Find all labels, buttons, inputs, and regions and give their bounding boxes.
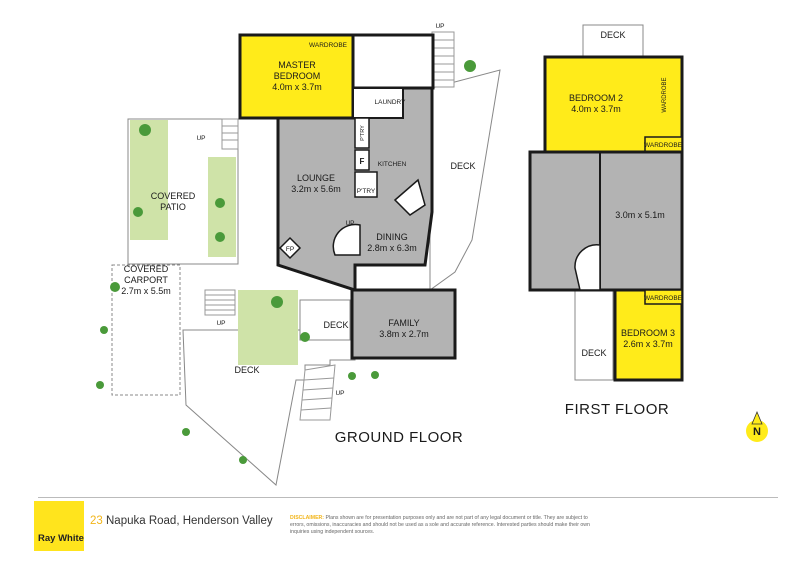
- stairs-up-deck: UP: [335, 390, 344, 397]
- property-address: 23 Napuka Road, Henderson Valley: [90, 515, 273, 527]
- deck-first-top-area: [582, 24, 644, 58]
- carport-dims: 2.7m x 5.5m: [121, 286, 171, 296]
- disclaimer: DISCLAIMER: Plans shown are for presenta…: [290, 515, 600, 535]
- first-floor-label: FIRST FLOOR: [565, 401, 669, 418]
- ground-floor-label: GROUND FLOOR: [335, 429, 464, 446]
- brand-name: Ray White: [38, 533, 84, 544]
- kitchen-bench: [393, 178, 426, 216]
- laundry-room: [352, 87, 404, 119]
- deck-right-label: DECK: [450, 161, 475, 171]
- bedroom3-dims: 2.6m x 3.7m: [623, 339, 673, 349]
- stairs-up-top: UP: [435, 23, 444, 30]
- deck-lower-label: DECK: [234, 365, 259, 375]
- wardrobe-bed3-box: [644, 289, 683, 305]
- fridge-label: F: [360, 157, 365, 166]
- wardrobe-bed3-label: WARDROBE: [644, 295, 683, 302]
- spiral-stair: [332, 223, 361, 256]
- ensuite: [351, 33, 435, 90]
- garden-left: [130, 120, 168, 240]
- disclaimer-label: DISCLAIMER:: [290, 515, 325, 521]
- bedroom2-dims: 4.0m x 3.7m: [571, 104, 621, 114]
- family-name: FAMILY: [388, 318, 419, 328]
- stairs-deck: [299, 364, 336, 421]
- carport-area: [111, 264, 181, 396]
- tree-icons: [96, 60, 476, 464]
- address-number: 23: [90, 515, 103, 527]
- deck-right-area: [429, 69, 501, 291]
- carport-line1: COVERED: [124, 264, 169, 274]
- wardrobe-bed2-label: WARDROBE: [644, 142, 683, 149]
- master-bedroom-name1: MASTER: [278, 60, 316, 70]
- upper-living-dims: 3.0m x 5.1m: [615, 210, 665, 220]
- stairs-top: [431, 31, 455, 88]
- deck-family-label: DECK: [323, 320, 348, 330]
- bedroom2-name: BEDROOM 2: [569, 93, 623, 103]
- bedroom3-name: BEDROOM 3: [621, 328, 675, 338]
- family-room: [350, 288, 457, 360]
- stairs-up-patio: UP: [196, 135, 205, 142]
- dining-dims: 2.8m x 6.3m: [367, 243, 417, 253]
- pantry-label: P'TRY: [360, 125, 366, 141]
- laundry-label: LAUNDRY: [375, 99, 407, 106]
- bedroom2-room: [543, 55, 684, 154]
- fireplace-label: FP: [286, 246, 294, 253]
- stairs-left: [204, 289, 236, 316]
- upper-living-room: [528, 150, 684, 292]
- master-bedroom-dims: 4.0m x 3.7m: [272, 82, 322, 92]
- deck-first-top-label: DECK: [600, 30, 625, 40]
- lounge-dims: 3.2m x 5.6m: [291, 184, 341, 194]
- master-bedroom-name2: BEDROOM: [274, 71, 321, 81]
- stairs-up-left: UP: [216, 320, 225, 327]
- stairs-up-spiral: UP: [345, 220, 354, 227]
- pantry-label-2: P'TRY: [357, 188, 376, 195]
- deck-first-bottom-label: DECK: [581, 348, 606, 358]
- compass-icon: [746, 410, 768, 442]
- address-street: Napuka Road, Henderson Valley: [102, 515, 273, 527]
- dining-name: DINING: [376, 232, 408, 242]
- wardrobe-bed2-side-label: WARDROBE: [662, 77, 668, 112]
- master-bedroom-room: [238, 33, 355, 120]
- pantry-box-2: [354, 171, 378, 198]
- wardrobe-master-label: WARDROBE: [309, 42, 348, 49]
- pantry-box: [354, 117, 370, 149]
- compass-letter: N: [753, 426, 761, 438]
- carport-line2: CARPORT: [124, 275, 168, 285]
- kitchen-label: KITCHEN: [378, 161, 407, 168]
- patio-line2: PATIO: [160, 202, 186, 212]
- family-dims: 3.8m x 2.7m: [379, 329, 429, 339]
- lounge-name: LOUNGE: [297, 173, 335, 183]
- patio-line1: COVERED: [151, 191, 196, 201]
- brand-logo[interactable]: Ray White: [34, 501, 84, 551]
- fridge-box: [354, 149, 370, 171]
- deck-first-bottom-area: [574, 289, 614, 381]
- upper-spiral: [574, 244, 601, 291]
- fireplace-shape: [278, 236, 302, 260]
- garden-lower: [238, 290, 298, 365]
- disclaimer-text: Plans shown are for presentation purpose…: [290, 515, 590, 535]
- footer-divider: [38, 497, 778, 498]
- stairs-patio: [221, 118, 239, 150]
